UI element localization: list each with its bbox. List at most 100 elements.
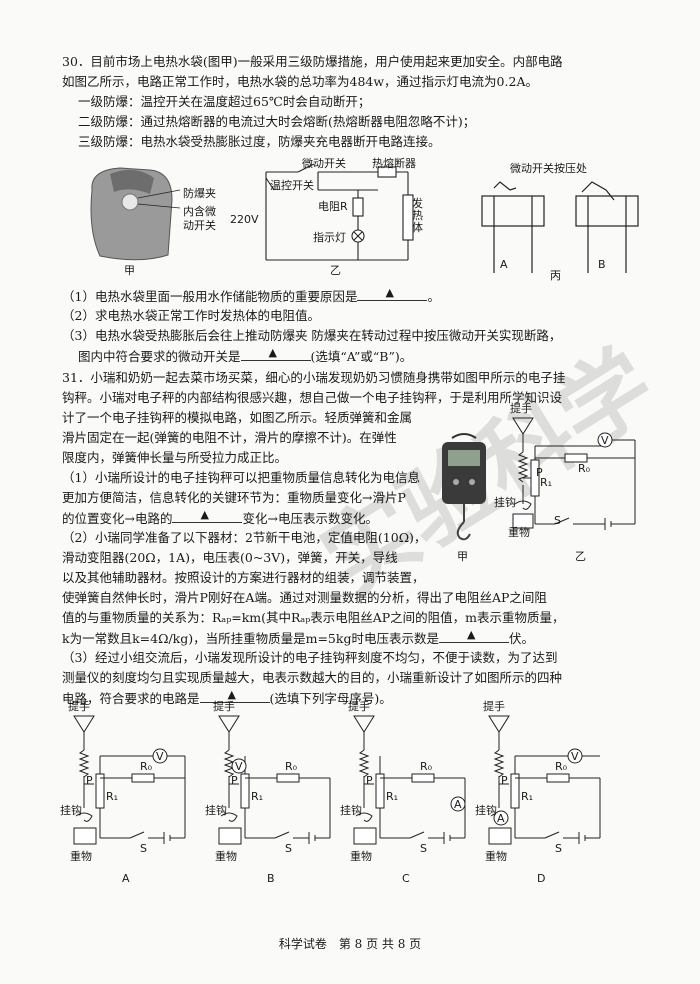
- option-voltmeter-label: V: [156, 750, 164, 763]
- heater-circuit-diagram: [265, 163, 414, 261]
- page-footer: 科学试卷 第 8 页 共 8 页: [278, 937, 422, 951]
- option-circuit-c: 提手 R₀ R₁ P 挂钩重物 S A C: [340, 700, 475, 908]
- q31-part2a: （2）小瑞同学准备了以下器材：2节新干电池，定值电阻(10Ω)，: [62, 530, 427, 545]
- option-weight-label: 重物: [215, 850, 237, 863]
- answer-blank[interactable]: ▲: [240, 347, 311, 361]
- answer-blank[interactable]: ▲: [172, 509, 243, 523]
- q30-line2: 如图乙所示，电路正常工作时，电热水袋的总功率为484w，通过指示灯电流为0.2A…: [62, 74, 538, 89]
- micro-switch-figure: [481, 181, 639, 273]
- option-voltmeter-label: V: [235, 760, 243, 773]
- q31-part2d: 使弹簧自然伸长时，滑片P刚好在A端。通过对测量数据的分析，得出了电阻丝AP之间阻: [62, 590, 547, 605]
- fig31-p: P: [536, 466, 543, 479]
- fig-yi-micro-switch: 微动开关: [302, 157, 346, 170]
- q30-part3: （3）电热水袋受热膨胀后会往上推动防爆夹 防爆夹在转动过程中按压微动开关实现断路…: [62, 328, 562, 343]
- fig-bing-b: B: [598, 258, 606, 271]
- q31-line3: 计了一个电子挂钩秤的模拟电路，如图乙所示。轻质弹簧和金属: [62, 410, 413, 425]
- fig-jia-label-clip: 防爆夹: [183, 187, 216, 200]
- option-hook-label: 挂钩: [340, 804, 362, 817]
- fig-yi-heater: 发热体: [412, 197, 423, 234]
- q31-part1c: 的位置变化→电路的▲变化→电压表示数变化。: [62, 508, 378, 527]
- option-r0-label: R₀: [555, 760, 568, 773]
- option-r0-label: R₀: [140, 760, 153, 773]
- q30-line4: 二级防爆：通过热熔断器的电流过大时会熔断(热熔断器电阻忽略不计)；: [78, 114, 476, 129]
- q31-line2: 钩秤。小瑞对电子秤的内部结构很感兴趣，想自己做一个电子挂钩秤，于是利用所学知识设: [62, 390, 563, 405]
- q31-line4: 滑片固定在一起(弹簧的电阻不计，滑片的摩擦不计)。在弹性: [62, 430, 397, 445]
- q31-part2f: k为一常数且k=4Ω/kg)，当所挂重物质量是m=5kg时电压表示数是▲伏。: [62, 628, 534, 647]
- fig-jia-caption: 甲: [124, 264, 135, 277]
- fig31-voltmeter: V: [601, 434, 609, 447]
- q31-part3b: 测量仪的刻度均匀且实现质量越大，电表示数越大的目的，小瑞重新设计了如图所示的四种: [62, 670, 563, 685]
- option-r0-label: R₀: [285, 760, 298, 773]
- fig-bing-a: A: [500, 258, 508, 271]
- answer-blank[interactable]: ▲: [199, 689, 270, 703]
- option-weight-label: 重物: [485, 850, 507, 863]
- fig31-handle: 提手: [510, 402, 532, 415]
- option-letter-c: C: [402, 872, 410, 885]
- option-r1-label: R₁: [521, 790, 534, 803]
- option-weight-label: 重物: [350, 850, 372, 863]
- hanging-scale-figure: [442, 433, 486, 541]
- option-letter-d: D: [537, 872, 546, 885]
- option-handle-label: 提手: [68, 700, 90, 713]
- option-hook-label: 挂钩: [60, 804, 82, 817]
- fig-jia-label-c: 动开关: [183, 219, 216, 232]
- option-p-label: P: [86, 774, 93, 787]
- fig-bing-title: 微动开关按压处: [510, 162, 587, 175]
- fig31-r0: R₀: [578, 462, 591, 475]
- q31-line5: 限度内，弹簧伸长量与所受拉力成正比。: [62, 450, 288, 465]
- fig31-yi-caption: 乙: [575, 550, 586, 563]
- option-ammeter-label: A: [454, 798, 462, 811]
- option-p-label: P: [501, 774, 508, 787]
- option-handle-label: 提手: [213, 700, 235, 713]
- option-letter-b: B: [267, 872, 275, 885]
- option-ammeter-label: A: [497, 812, 505, 825]
- option-weight-label: 重物: [70, 850, 92, 863]
- fig31-jia-caption: 甲: [457, 550, 468, 563]
- q30-part1: （1）电热水袋里面一般用水作储能物质的重要原因是▲。: [62, 286, 440, 305]
- option-switch-label: S: [285, 842, 292, 855]
- q31-part1a: （1）小瑞所设计的电子挂钩秤可以把重物质量信息转化为电信息: [62, 470, 420, 485]
- fig-yi-caption: 乙: [330, 264, 341, 277]
- fig-yi-fuse: 热熔断器: [372, 157, 416, 170]
- option-circuit-a: 提手 R₀ R₁ P 挂钩重物 S V A: [60, 700, 195, 908]
- q31-part2c: 以及其他辅助器材。按照设计的方案进行器材的组装，调节装置，: [62, 570, 425, 585]
- fig-yi-temp-switch: 温控开关: [270, 179, 314, 192]
- option-r0-label: R₀: [420, 760, 433, 773]
- q31-part2b: 滑动变阻器(20Ω，1A)，电压表(0~3V)，弹簧，开关，导线: [62, 550, 398, 565]
- option-letter-a: A: [122, 872, 130, 885]
- fig-yi-voltage: 220V: [230, 213, 259, 226]
- scale-circuit-diagram: [512, 417, 636, 530]
- q31-part2e: 值的与重物质量的关系为：Rₐₚ=km(其中Rₐₚ表示电阻丝AP之间的阻值，m表示…: [62, 610, 565, 625]
- option-switch-label: S: [420, 842, 427, 855]
- fig-jia-label-b: 内含微: [183, 205, 216, 218]
- answer-blank[interactable]: ▲: [357, 287, 428, 301]
- option-p-label: P: [366, 774, 373, 787]
- option-hook-label: 挂钩: [475, 804, 497, 817]
- fig-yi-resistor: 电阻R: [318, 200, 348, 213]
- option-handle-label: 提手: [348, 700, 370, 713]
- q31-part3a: （3）经过小组交流后，小瑞发现所设计的电子挂钩秤刻度不均匀，不便于读数，为了达到: [62, 650, 558, 665]
- option-r1-label: R₁: [251, 790, 264, 803]
- hot-water-bag-figure: [90, 167, 181, 261]
- option-voltmeter-label: V: [571, 750, 579, 763]
- option-switch-label: S: [140, 842, 147, 855]
- option-r1-label: R₁: [386, 790, 399, 803]
- option-r1-label: R₁: [106, 790, 119, 803]
- option-switch-label: S: [555, 842, 562, 855]
- q30-part3b: 图内中符合要求的微动开关是▲(选填“A”或“B”)。: [78, 346, 413, 365]
- option-hook-label: 挂钩: [205, 804, 227, 817]
- q31-part1b: 更加方便简洁，信息转化的关键环节为：重物质量变化→滑片P: [62, 490, 406, 505]
- answer-blank[interactable]: ▲: [438, 629, 509, 643]
- fig31-hook: 挂钩: [494, 496, 516, 509]
- option-circuit-b: 提手 R₀ R₁ P 挂钩重物 S V B: [205, 700, 340, 908]
- option-circuit-d: 提手 R₀ R₁ P 挂钩重物 S V A D: [475, 700, 610, 908]
- q30-line3: 一级防爆：温控开关在温度超过65℃时会自动断开；: [78, 94, 371, 109]
- fig-yi-lamp: 指示灯: [313, 231, 346, 244]
- q30-line5: 三级防爆：电热水袋受热膨胀过度，防爆夹充电器断开电路连接。: [78, 134, 441, 149]
- option-p-label: P: [231, 774, 238, 787]
- q30-part2: （2）求电热水袋正常工作时发热体的电阻值。: [62, 308, 320, 323]
- q31-line1: 31．小瑞和奶奶一起去菜市场买菜，细心的小瑞发现奶奶习惯随身携带如图甲所示的电子…: [62, 370, 566, 385]
- option-handle-label: 提手: [483, 700, 505, 713]
- q30-line1: 30．目前市场上电热水袋(图甲)一般采用三级防爆措施，用户使用起来更加安全。内部…: [62, 54, 563, 69]
- q31-part3c: 电路，符合要求的电路是▲(选填下列字母序号)。: [62, 688, 392, 707]
